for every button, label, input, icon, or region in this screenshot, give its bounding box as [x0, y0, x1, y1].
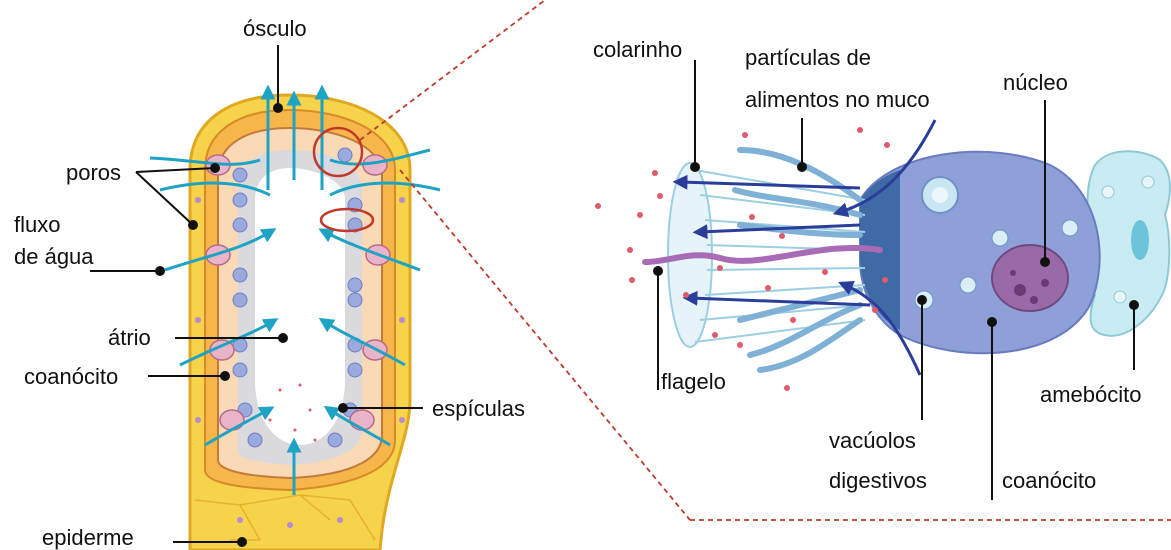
label-coanocito-left: coanócito	[24, 364, 118, 389]
label-atrio: átrio	[108, 325, 151, 350]
atrium	[255, 168, 345, 445]
label-particulas-line2: alimentos no muco	[745, 87, 930, 112]
nucleus	[992, 245, 1068, 311]
label-poros: poros	[66, 160, 121, 185]
label-fluxo-line1: fluxo	[14, 212, 60, 237]
label-amebocito: amebócito	[1040, 382, 1142, 407]
label-colarinho: colarinho	[593, 37, 682, 62]
label-vacuolos-line1: vacúolos	[829, 428, 916, 453]
label-vacuolos-line2: digestivos	[829, 468, 927, 493]
label-particulas-line1: partículas de	[745, 45, 871, 70]
label-flagelo: flagelo	[661, 369, 726, 394]
label-espiculas: espículas	[432, 396, 525, 421]
label-coanocito-right: coanócito	[1002, 468, 1096, 493]
choanocyte-cell	[595, 120, 1170, 391]
label-fluxo-line2: de água	[14, 244, 94, 269]
label-osculo: ósculo	[243, 16, 307, 41]
label-epiderme: epiderme	[42, 525, 134, 550]
label-nucleo: núcleo	[1003, 70, 1068, 95]
